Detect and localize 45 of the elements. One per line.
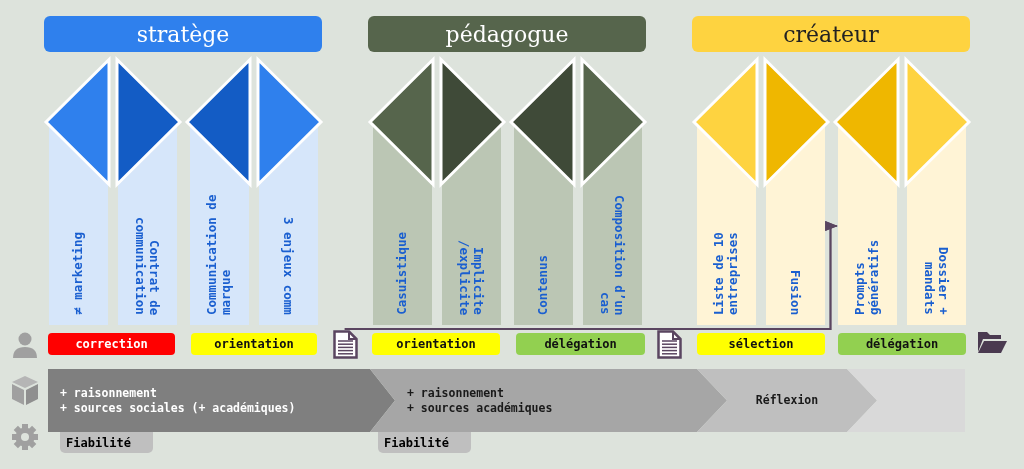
column-card (368, 58, 435, 325)
note-tag: Fiabilité (60, 432, 153, 453)
mode-tag: orientation (191, 333, 317, 355)
column-label: 3 enjeux comm (280, 217, 296, 315)
chevron-step (697, 369, 877, 432)
column-card (44, 58, 111, 325)
role-header: stratège (44, 16, 322, 52)
column-label: Dossier + mandats (921, 246, 951, 315)
chevron-step (847, 369, 965, 432)
column-label: ≠ marketing (70, 232, 86, 315)
column-label: Fusion (787, 269, 803, 315)
step-text: Réflexion (755, 393, 819, 408)
column-card (509, 58, 576, 325)
column-label: Composition d’un cas (597, 193, 627, 315)
step-text: + sources académiques (407, 400, 553, 416)
step-text: + raisonnement (60, 385, 157, 401)
mode-tag: correction (48, 333, 175, 355)
mode-tag: orientation (372, 333, 500, 355)
column-card (255, 58, 322, 325)
column-card (438, 58, 505, 325)
column-label: Casuistique (394, 232, 410, 315)
note-tag: Fiabilité (378, 432, 471, 453)
chevron-step (370, 369, 727, 432)
mode-tag: sélection (697, 333, 825, 355)
column-card (185, 58, 252, 325)
column-label: Communication de marque (204, 193, 234, 315)
role-header: créateur (692, 16, 970, 52)
column-card (114, 58, 181, 325)
step-text: + raisonnement (407, 385, 504, 401)
column-card (692, 58, 759, 325)
role-header: pédagogue (368, 16, 646, 52)
column-card (903, 58, 970, 325)
connector-arrow (668, 220, 838, 331)
chevron-step (48, 369, 395, 432)
column-label: Contrat de communication (132, 216, 162, 315)
column-label: Liste de 10 entreprises (711, 231, 741, 315)
column-label: Prompts génératifs (852, 238, 882, 315)
column-label: Contenus (535, 254, 551, 315)
column-label: Implicite /explicite (456, 238, 486, 315)
column-card (579, 58, 646, 325)
step-text: + sources sociales (+ académiques) (60, 400, 296, 416)
mode-tag: délégation (838, 333, 966, 355)
mode-tag: délégation (516, 333, 645, 355)
column-card (762, 58, 829, 325)
column-card (833, 58, 900, 325)
